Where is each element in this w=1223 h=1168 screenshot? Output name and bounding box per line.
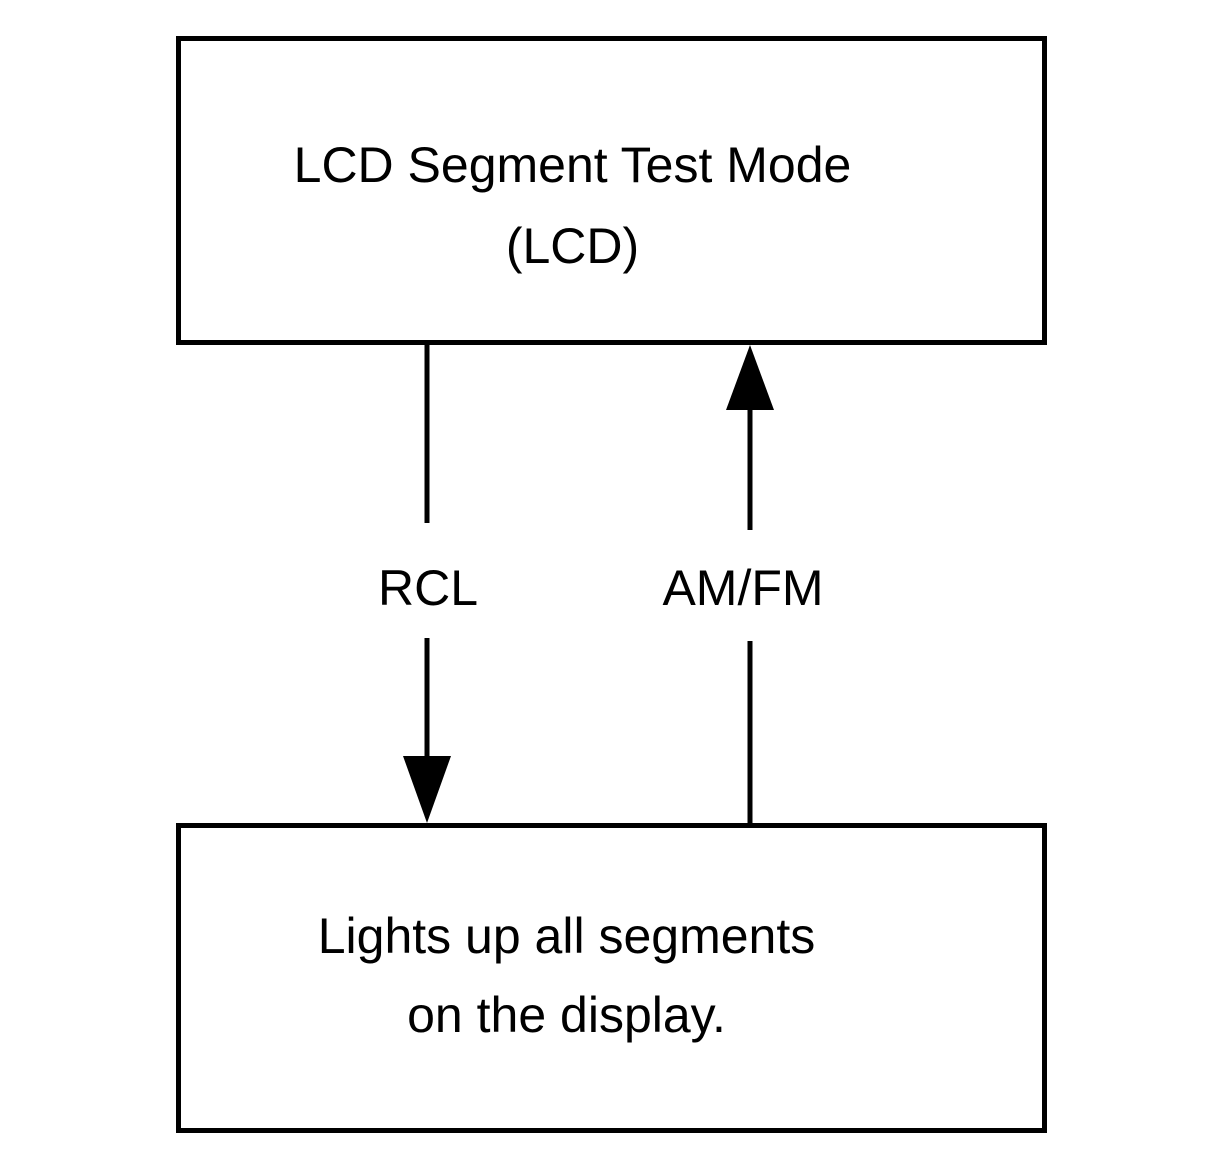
amfm-label: AM/FM	[662, 560, 824, 616]
amfm-arrow	[726, 345, 774, 823]
lights-up-segments-line2: on the display.	[407, 987, 726, 1043]
rcl-arrow	[403, 345, 451, 823]
amfm-arrowhead-up	[726, 345, 774, 410]
lcd-test-mode-title: LCD Segment Test Mode	[293, 137, 852, 193]
lcd-test-mode-box: LCD Segment Test Mode (LCD)	[176, 36, 1047, 345]
rcl-arrowhead-down	[403, 756, 451, 823]
lights-up-segments-line1: Lights up all segments	[317, 908, 816, 964]
lcd-test-mode-subtitle: (LCD)	[505, 218, 640, 274]
lights-up-segments-box: Lights up all segments on the display.	[176, 823, 1047, 1133]
rcl-label: RCL	[377, 560, 479, 616]
